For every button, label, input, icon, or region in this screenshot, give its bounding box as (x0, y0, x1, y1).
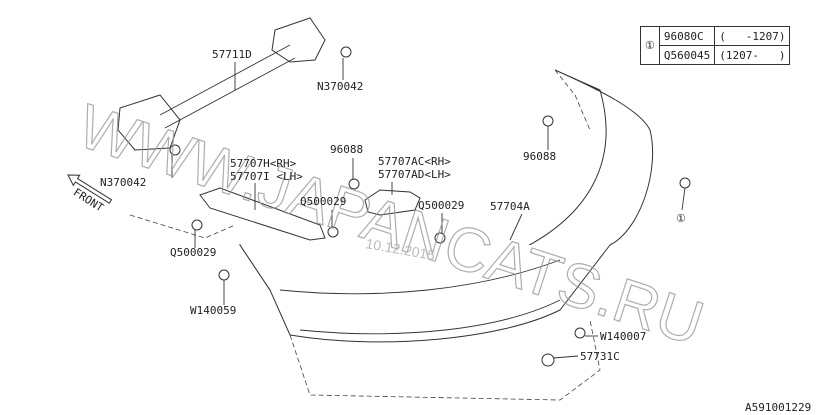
bumper-beam-57711D[interactable] (117, 17, 326, 151)
spec-range: ( -1207) (714, 26, 791, 46)
spec-row: ① 96080C ( -1207) (640, 26, 791, 65)
label-57707AC[interactable]: 57707AC<RH> (378, 155, 451, 168)
label-Q500029-center[interactable]: Q500029 (300, 195, 346, 208)
spec-ref: ① (640, 26, 660, 65)
label-W140007[interactable]: W140007 (600, 330, 646, 343)
label-57707H[interactable]: 57707H<RH> (230, 157, 297, 170)
diagram-code: A591001229 (745, 401, 811, 414)
label-N370042-left[interactable]: N370042 (100, 176, 146, 189)
label-96088-right[interactable]: 96088 (523, 150, 556, 163)
label-Q500029-right[interactable]: Q500029 (418, 199, 464, 212)
label-57704A[interactable]: 57704A (490, 200, 530, 213)
label-57711D[interactable]: 57711D (212, 48, 252, 61)
label-96088-center[interactable]: 96088 (330, 143, 363, 156)
label-57707I[interactable]: 57707I <LH> (230, 170, 303, 183)
rear-bumper-57704A[interactable] (238, 69, 654, 343)
spec-row: Q560045 (1207- ) (641, 45, 791, 65)
fastener-icons (169, 46, 691, 367)
spec-range: (1207- ) (714, 45, 791, 65)
label-57707AD[interactable]: 57707AD<LH> (378, 168, 451, 181)
label-N370042-top[interactable]: N370042 (317, 80, 363, 93)
side-bracket-57707AC[interactable] (364, 189, 421, 216)
callout-1-icon[interactable]: ① (676, 212, 686, 225)
leader-lines (171, 58, 686, 359)
spec-table: ① 96080C ( -1207) Q560045 (1207- ) (640, 26, 791, 65)
label-57731C[interactable]: 57731C (580, 350, 620, 363)
spec-part[interactable]: Q560045 (658, 45, 716, 65)
label-W140059[interactable]: W140059 (190, 304, 236, 317)
spec-part[interactable]: 96080C (658, 26, 716, 46)
side-bracket-57707H[interactable] (199, 187, 326, 241)
label-Q500029-left[interactable]: Q500029 (170, 246, 216, 259)
